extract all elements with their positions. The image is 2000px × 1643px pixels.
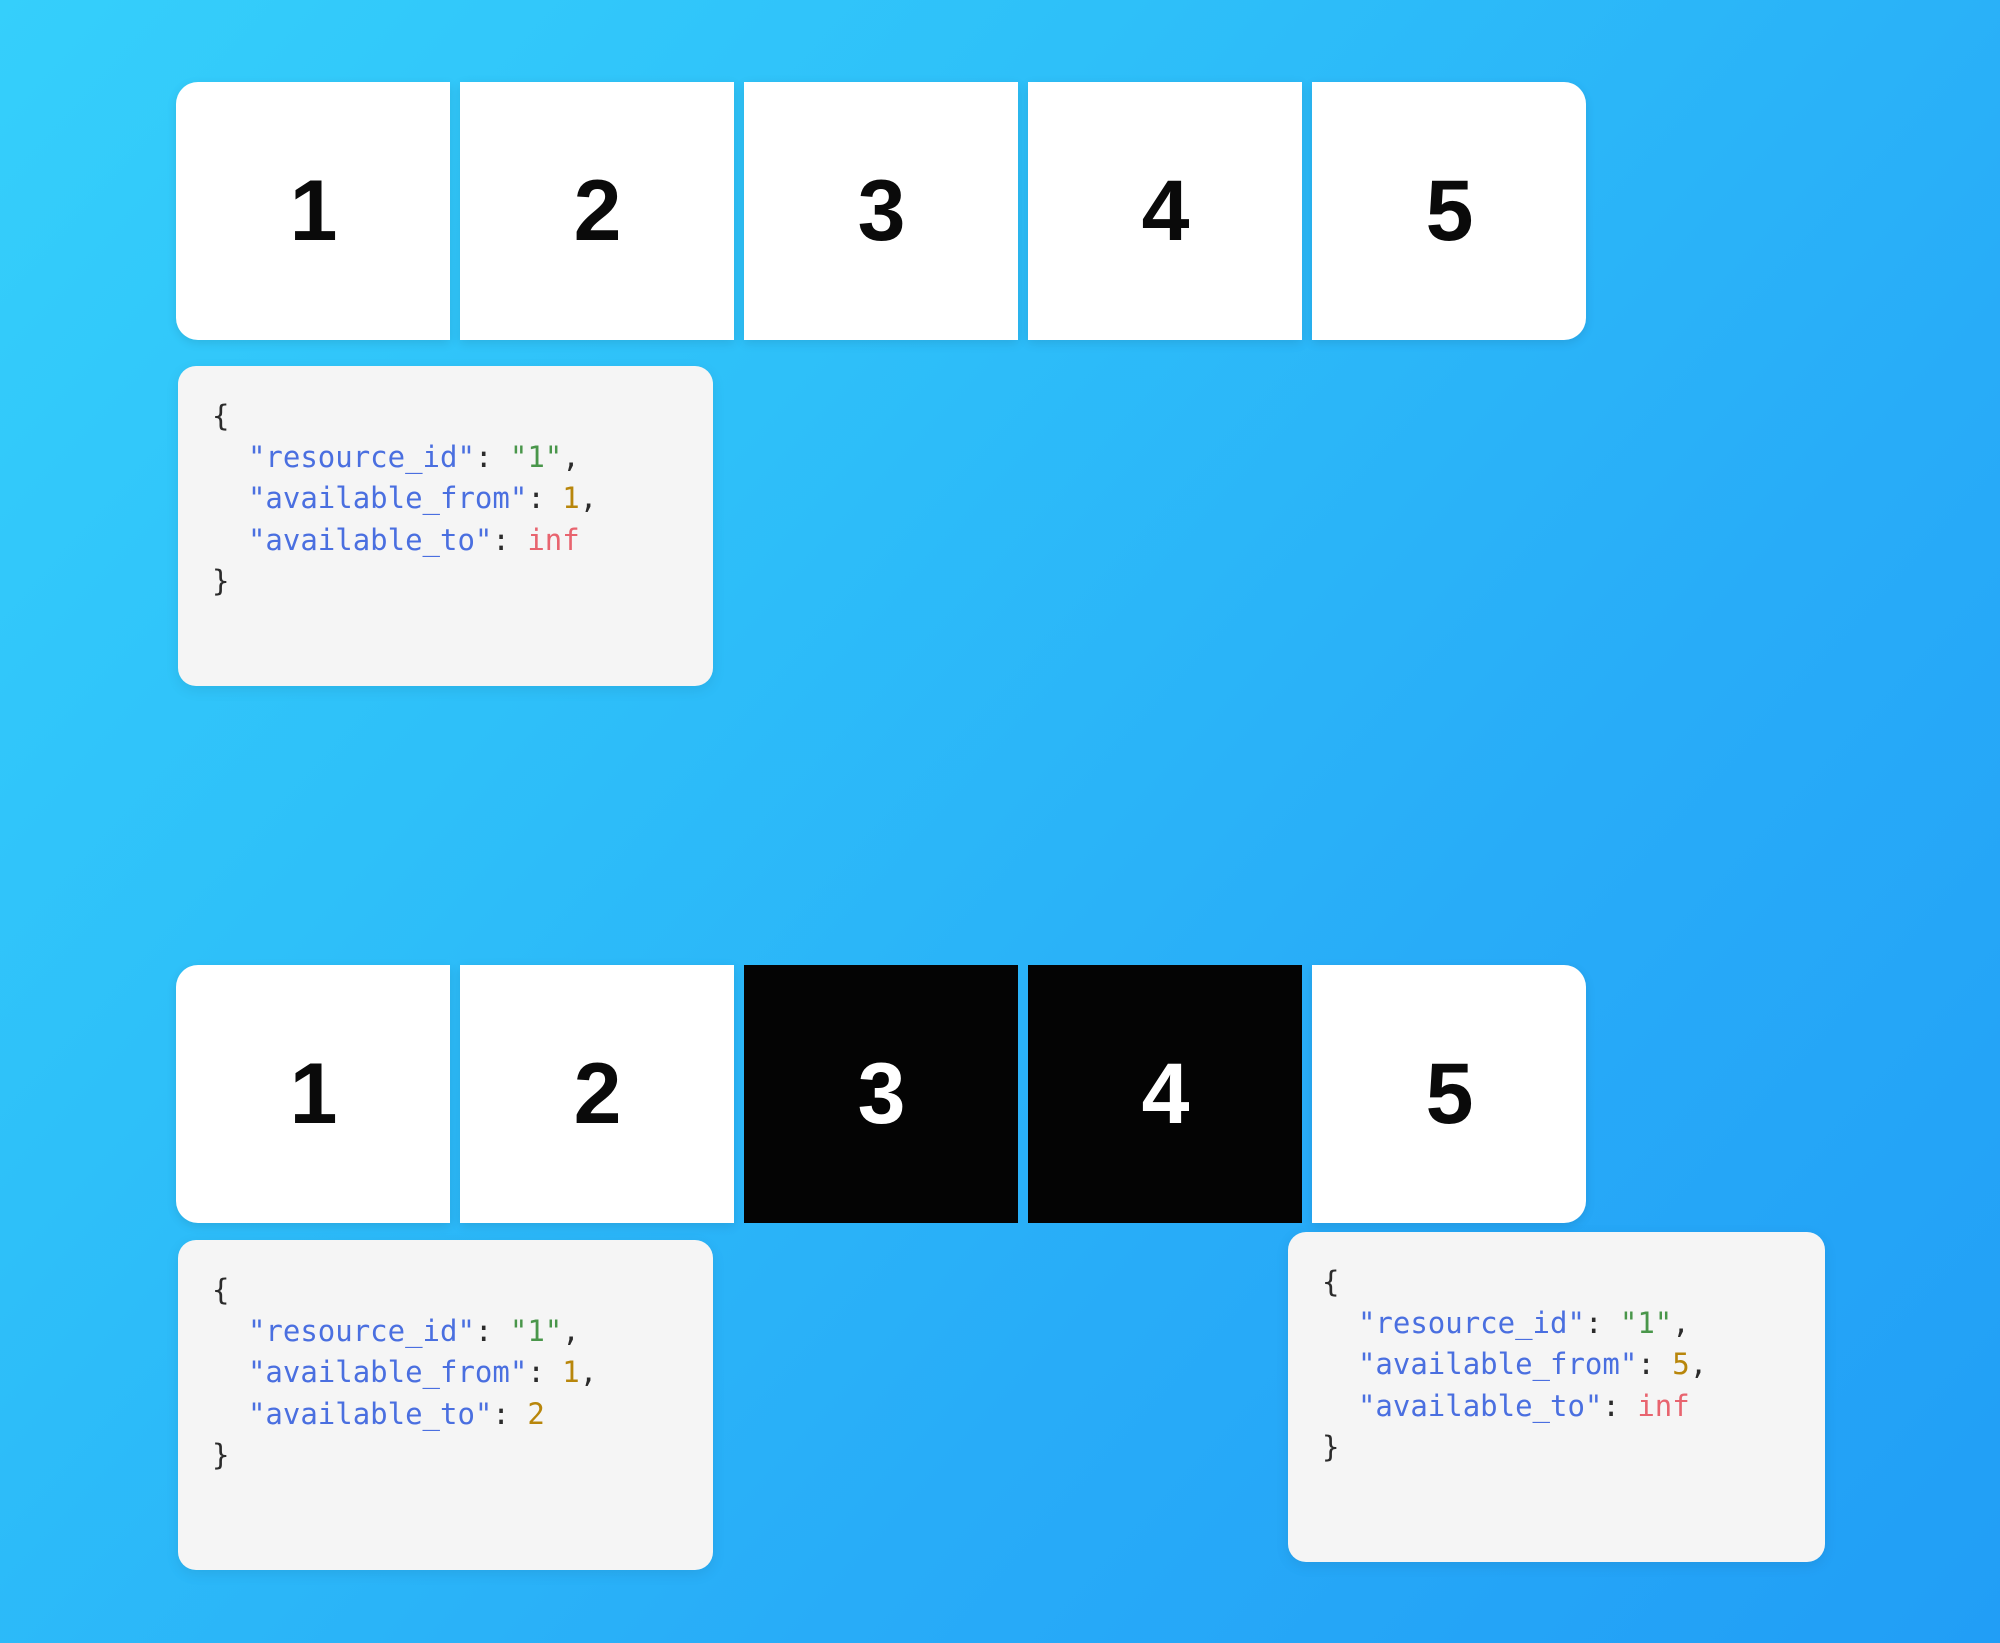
json-field-comma: ,	[562, 1314, 580, 1349]
timeslot-cell-2-free[interactable]: 2	[460, 965, 734, 1223]
json-field-colon: :	[492, 1396, 528, 1431]
json-field-key: "resource_id"	[247, 1314, 475, 1349]
json-field-value: 2	[527, 1396, 545, 1431]
json-field-colon: :	[527, 1355, 563, 1390]
timeslot-cell-2-free[interactable]: 2	[460, 82, 734, 340]
timeslot-label: 3	[857, 163, 906, 259]
json-field-line: "available_to": inf	[1322, 1386, 1791, 1427]
json-open-brace-line: {	[212, 396, 679, 437]
timeslot-label: 2	[573, 1046, 622, 1142]
json-field-value: 1	[562, 1355, 580, 1390]
timeslot-cell-3-free[interactable]: 3	[744, 82, 1018, 340]
json-field-colon: :	[1584, 1306, 1620, 1341]
json-close-brace: }	[212, 1437, 230, 1472]
json-field-colon: :	[1637, 1347, 1673, 1382]
json-open-brace-line: {	[212, 1270, 679, 1311]
resource-json-card-3: {"resource_id": "1","available_from": 5,…	[1288, 1232, 1825, 1562]
json-field-line: "available_to": 2	[212, 1394, 679, 1435]
timeslot-cell-4-busy[interactable]: 4	[1028, 965, 1302, 1223]
json-close-brace-line: }	[212, 1435, 679, 1476]
json-open-brace: {	[1322, 1265, 1340, 1299]
timeslot-label: 1	[289, 163, 338, 259]
json-field-colon: :	[474, 440, 510, 475]
timeslot-label: 4	[1141, 1046, 1190, 1142]
json-field-comma: ,	[579, 1355, 598, 1390]
json-field-line: "resource_id": "1",	[212, 1311, 679, 1352]
json-field-key: "available_to"	[247, 522, 493, 557]
json-field-line: "available_from": 5,	[1322, 1344, 1791, 1385]
json-close-brace-line: }	[212, 561, 679, 602]
timeslot-cell-1-free[interactable]: 1	[176, 965, 450, 1223]
timeline-row-2: 1 2 3 4 5	[176, 965, 1586, 1223]
json-close-brace: }	[212, 563, 230, 598]
json-field-line: "available_to": inf	[212, 520, 679, 561]
json-field-colon: :	[1602, 1388, 1638, 1423]
json-field-colon: :	[474, 1314, 510, 1349]
json-field-value: inf	[527, 522, 580, 557]
json-field-key: "available_from"	[247, 1355, 528, 1390]
timeslot-cell-1-free[interactable]: 1	[176, 82, 450, 340]
timeline-row-1: 1 2 3 4 5	[176, 82, 1586, 340]
json-field-comma: ,	[562, 440, 580, 475]
json-field-value: inf	[1637, 1388, 1690, 1423]
timeslot-label: 1	[289, 1046, 338, 1142]
json-field-value: "1"	[509, 1314, 563, 1349]
json-field-value: 1	[562, 481, 580, 516]
timeslot-label: 5	[1425, 1046, 1474, 1142]
resource-json-card-2: {"resource_id": "1","available_from": 1,…	[178, 1240, 713, 1570]
json-field-key: "available_to"	[1357, 1388, 1603, 1423]
json-close-brace-line: }	[1322, 1427, 1791, 1468]
json-close-brace: }	[1322, 1429, 1340, 1464]
json-field-value: "1"	[509, 440, 563, 475]
timeslot-cell-4-free[interactable]: 4	[1028, 82, 1302, 340]
timeslot-label: 5	[1425, 163, 1474, 259]
timeslot-label: 3	[857, 1046, 906, 1142]
json-field-line: "resource_id": "1",	[1322, 1303, 1791, 1344]
json-field-key: "resource_id"	[1357, 1306, 1585, 1341]
json-field-comma: ,	[1689, 1347, 1708, 1382]
json-field-key: "available_from"	[1357, 1347, 1638, 1382]
json-field-colon: :	[492, 522, 528, 557]
json-field-key: "available_from"	[247, 481, 528, 516]
json-open-brace-line: {	[1322, 1262, 1791, 1303]
json-field-value: "1"	[1619, 1306, 1673, 1341]
json-field-line: "resource_id": "1",	[212, 437, 679, 478]
timeslot-cell-5-free[interactable]: 5	[1312, 82, 1586, 340]
timeslot-label: 2	[573, 163, 622, 259]
timeslot-label: 4	[1141, 163, 1190, 259]
json-field-comma: ,	[1672, 1306, 1690, 1341]
timeslot-cell-3-busy[interactable]: 3	[744, 965, 1018, 1223]
json-field-value: 5	[1672, 1347, 1690, 1382]
resource-json-card-1: {"resource_id": "1","available_from": 1,…	[178, 366, 713, 686]
json-field-line: "available_from": 1,	[212, 1352, 679, 1393]
json-field-comma: ,	[579, 481, 598, 516]
json-open-brace: {	[212, 1273, 230, 1307]
json-field-key: "resource_id"	[247, 440, 475, 475]
json-field-line: "available_from": 1,	[212, 478, 679, 519]
json-open-brace: {	[212, 399, 230, 433]
json-field-key: "available_to"	[247, 1396, 493, 1431]
timeslot-cell-5-free[interactable]: 5	[1312, 965, 1586, 1223]
json-field-colon: :	[527, 481, 563, 516]
